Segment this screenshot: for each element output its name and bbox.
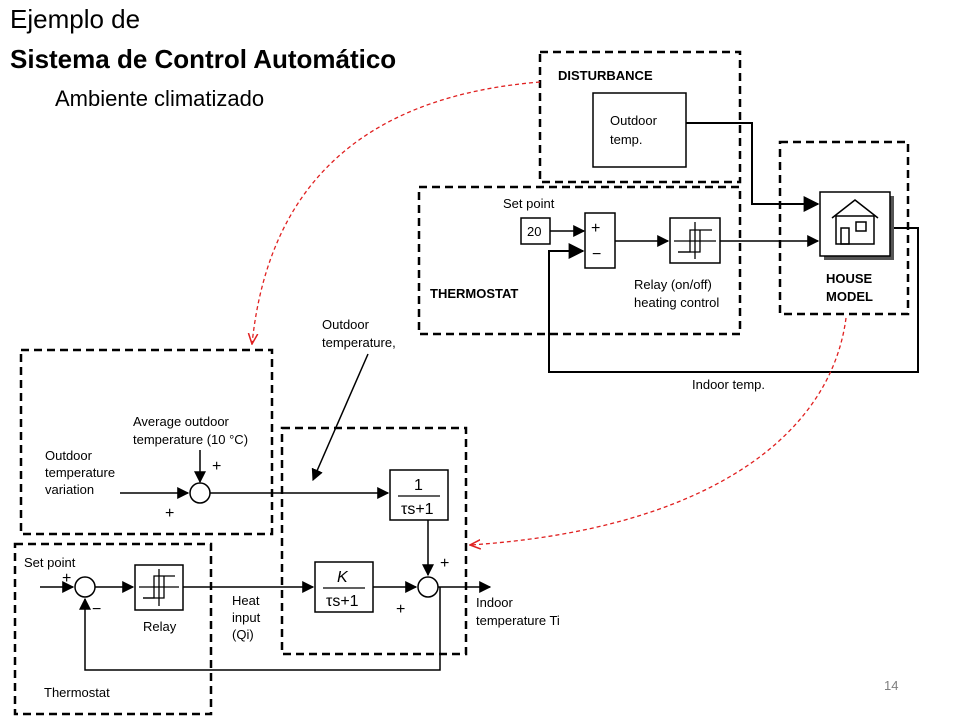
page-number: 14 [884,678,899,693]
title-line-1: Ejemplo de [10,4,141,34]
red-link-arrow-right [470,317,847,545]
house-label-1: HOUSE [826,271,873,286]
summing-junction-3 [74,576,96,598]
title-line-3: Ambiente climatizado [55,86,265,111]
house-icon [831,199,879,245]
tf2-denominator: τs+1 [326,593,359,610]
thermostat-region [417,185,742,336]
outdoor-to-house-line [686,122,820,212]
heat-label-1: Heat [232,593,260,608]
outdoor-temp-block [592,92,687,168]
disturbance-region [538,50,742,184]
plant-region [280,426,468,656]
set-point-block [520,217,551,245]
sum2-plus-bottom: + [396,601,405,618]
house-block [819,191,891,257]
tf2-numerator: K [337,569,349,586]
comparator-block [584,212,616,269]
relay-hysteresis-icon-bottom [139,569,179,606]
relay-label-bottom: Relay [143,619,177,634]
indoor-label-1: Indoor [476,595,514,610]
comparator-minus: − [592,246,601,263]
thermostat-label-top: THERMOSTAT [430,286,518,301]
red-link-arrow-left [252,81,541,344]
variation-label-2: temperature [45,465,115,480]
sp-minus: − [92,601,101,618]
relay-hysteresis-icon-top [674,222,716,259]
set-point-label-top: Set point [503,196,555,211]
tf1-block [389,469,449,521]
avg-outdoor-label-1: Average outdoor [133,414,230,429]
thermostat-region-bottom [13,542,213,716]
disturbance-model-region [19,348,274,536]
house-label-2: MODEL [826,289,873,304]
title-line-2: Sistema de Control Automático [10,44,397,74]
sum1-plus-left: + [165,505,174,522]
indoor-feedback-line [548,227,919,373]
relay-label-2: heating control [634,295,719,310]
indoor-label-2: temperature Ti [476,613,560,628]
avg-outdoor-label-2: temperature (10 °C) [133,432,248,447]
sum1-plus-top: + [212,458,221,475]
summing-junction-2 [417,576,439,598]
sp-plus: + [62,570,71,587]
tf1-numerator: 1 [414,477,423,494]
heat-label-3: (Qi) [232,627,254,642]
sum2-plus-top: + [440,555,449,572]
indoor-temp-label: Indoor temp. [692,377,765,392]
set-point-value: 20 [527,224,541,239]
disturbance-label: DISTURBANCE [558,68,653,83]
outdoor-temp-label-1: Outdoor [610,113,658,128]
summing-junction-1 [189,482,211,504]
relay-label-1: Relay (on/off) [634,277,712,292]
set-point-label-bottom: Set point [24,555,76,570]
outdoor-temperature-label-1: Outdoor [322,317,370,332]
outdoor-temp-label-2: temp. [610,132,643,147]
tf1-denominator: τs+1 [401,501,434,518]
outdoor-temperature-pointer [311,353,369,482]
feedback-line-bottom [79,587,441,671]
thermostat-label-bottom: Thermostat [44,685,110,700]
comparator-plus: + [591,220,600,237]
variation-label-1: Outdoor [45,448,93,463]
outdoor-temperature-label-2: temperature, [322,335,396,350]
variation-label-3: variation [45,482,94,497]
tf2-block [314,561,374,613]
heat-label-2: input [232,610,261,625]
